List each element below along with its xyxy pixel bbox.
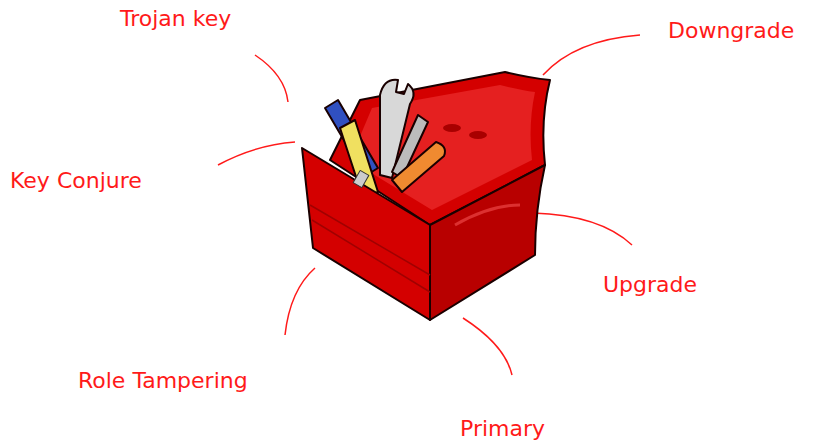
lid-dimple	[443, 124, 461, 132]
lid-dimple	[469, 131, 487, 139]
toolbox	[302, 72, 550, 320]
callout-label: Role Tampering	[78, 368, 248, 394]
orange-tool	[392, 142, 445, 192]
leader-lines	[218, 35, 640, 375]
toolbox-side	[430, 165, 545, 320]
front-ridge	[312, 220, 430, 292]
leader-line	[543, 35, 640, 75]
leader-line	[463, 318, 512, 375]
callout-label: Key Conjure	[10, 168, 142, 194]
highlight	[455, 205, 520, 225]
front-ridge	[310, 205, 430, 275]
leader-line	[218, 142, 295, 165]
callout-label: Primary	[460, 416, 545, 442]
leader-line	[285, 268, 315, 335]
callout-label: Downgrade	[668, 18, 794, 44]
leader-line	[255, 55, 288, 102]
latch	[353, 170, 369, 187]
callout-label: Upgrade	[603, 272, 697, 298]
callout-label: Trojan key	[120, 6, 231, 32]
toolbox-front	[302, 148, 430, 320]
leader-line	[533, 213, 632, 245]
